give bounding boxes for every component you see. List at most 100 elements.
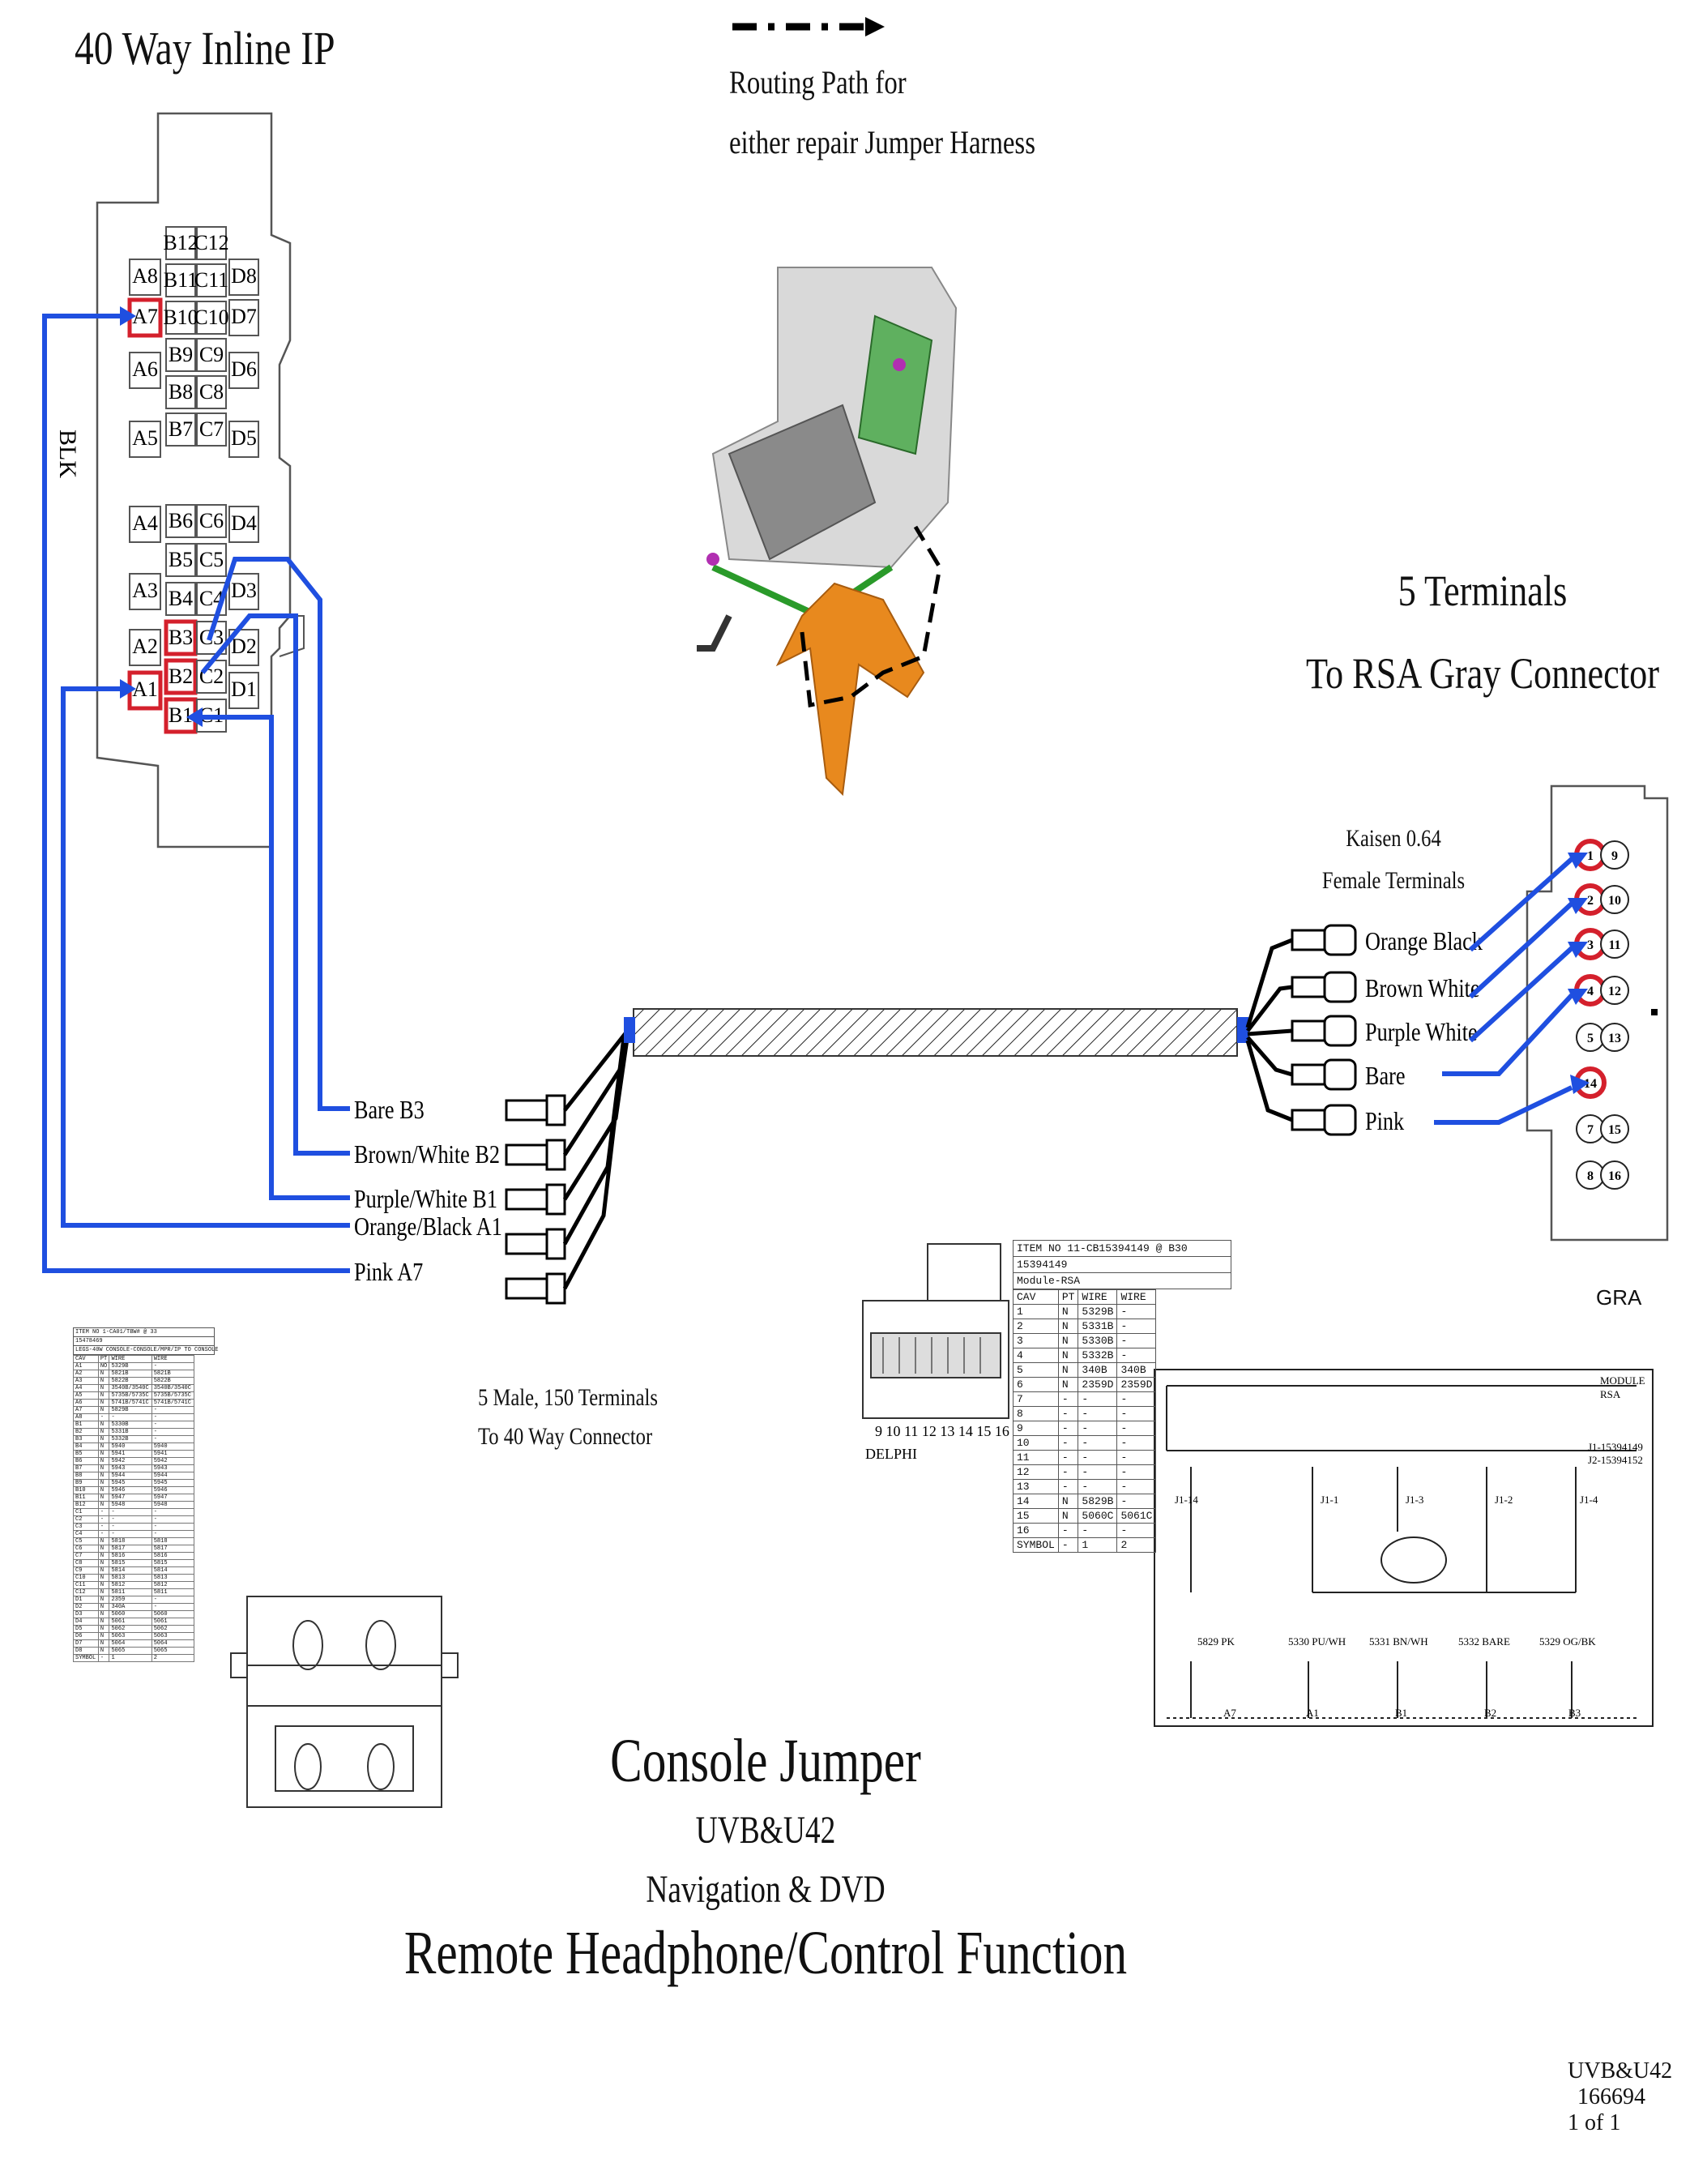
table-cell: NO (97, 1362, 110, 1370)
table-cell: 5814 (151, 1566, 195, 1575)
table-cell: 7 (1013, 1391, 1059, 1407)
cavity-label-b9: B9 (169, 343, 193, 366)
table-cell: 3540B/3540C (151, 1384, 195, 1392)
table-cell: 5332B (109, 1435, 152, 1443)
table-cell: 5821B (109, 1370, 152, 1378)
rsa-pin-label-12: 12 (1608, 985, 1621, 998)
table-cell: 5814 (109, 1566, 152, 1575)
wire-brown-white-b2 (200, 613, 350, 1156)
schematic-pin-4: J1-2 (1495, 1494, 1513, 1506)
table-row: A8--- (73, 1413, 195, 1421)
table-cell: 16 (1013, 1523, 1059, 1538)
table-cell: 5811 (151, 1588, 195, 1596)
ip-cavity-grid: A8A7A6A5A4A3A2A1B12B11B10B9B8B7B6B5B4B3B… (127, 226, 259, 734)
table-cell: - (151, 1413, 195, 1421)
blk-label: BLK (54, 430, 81, 478)
table-cell: 5332B (1078, 1348, 1118, 1363)
cavity-d1 (228, 672, 259, 709)
table-cell: - (1116, 1319, 1157, 1334)
table-cell: 5940 (109, 1442, 152, 1451)
table-cell: N (97, 1537, 110, 1545)
table-cell: C9 (73, 1566, 99, 1575)
male-note-2: To 40 Way Connector (478, 1423, 653, 1450)
rsa-title-2: To RSA Gray Connector (1306, 649, 1659, 698)
table-cell: 5821B (151, 1370, 195, 1378)
wire-rsa-bare (1442, 993, 1574, 1076)
table-cell: N (97, 1450, 110, 1458)
cavity-label-b1: B1 (169, 703, 193, 727)
table-cell: 5060C (1078, 1508, 1118, 1524)
table-cell: - (1116, 1406, 1157, 1421)
table-cell: 11 (1013, 1450, 1059, 1465)
table-cell: - (1078, 1479, 1118, 1494)
table-cell: A2 (73, 1370, 99, 1378)
table-cell: SYMBOL (73, 1654, 99, 1662)
table-row: 16--- (1013, 1523, 1157, 1538)
rsa-pin-label-16: 16 (1608, 1169, 1621, 1183)
table-cell: 5829B (1078, 1494, 1118, 1509)
footer-line-3: 1 of 1 (1568, 2110, 1621, 2135)
rsa-pin-label-10: 10 (1608, 894, 1621, 908)
table-cell: - (151, 1515, 195, 1524)
table-row: 13--- (1013, 1479, 1157, 1494)
table-cell: 2359D (1116, 1377, 1157, 1392)
table-cell: N (1057, 1508, 1079, 1524)
table-cell: 5815 (109, 1559, 152, 1567)
table-header-cell: CAV (73, 1355, 99, 1363)
table-cell: B9 (73, 1479, 99, 1487)
table-cell: 5946 (151, 1486, 195, 1494)
cavity-b10 (165, 301, 196, 335)
console-connector-drawing (230, 1596, 459, 1808)
rsa-title-1: 5 Terminals (1398, 566, 1568, 615)
table-cell: 5943 (109, 1464, 152, 1472)
table-cell: N (97, 1566, 110, 1575)
table-cell: N (97, 1574, 110, 1582)
rsa-pin-label-13: 13 (1608, 1032, 1621, 1045)
rsa-pin-label-4: 4 (1587, 985, 1594, 998)
table-header-cell: PT (97, 1355, 110, 1363)
cavity-b11 (165, 263, 196, 297)
table-cell: C6 (73, 1545, 99, 1553)
cavity-label-d1: D1 (231, 677, 257, 701)
table-cell: A7 (73, 1406, 99, 1414)
console-illustration (697, 267, 958, 797)
table-cell: N (1057, 1304, 1079, 1319)
cavity-label-a5: A5 (132, 426, 158, 450)
cavity-label-a2: A2 (132, 635, 158, 658)
table-cell: 5060 (109, 1610, 152, 1618)
table-cell: 5735B/5735C (151, 1391, 195, 1400)
female-terminal (1291, 1104, 1357, 1136)
table-cell: N (97, 1370, 110, 1378)
table-cell: N (97, 1494, 110, 1502)
schematic (1154, 1369, 1654, 1727)
table-cell: 340B (1078, 1362, 1118, 1378)
wire-pink-a7 (42, 314, 350, 1273)
rsa-pin-15 (1600, 1114, 1629, 1143)
wire-purple-white-b1 (201, 715, 350, 1200)
cavity-label-d5: D5 (231, 426, 257, 450)
table-cell: 5813 (151, 1574, 195, 1582)
table-cell: 5812 (151, 1581, 195, 1589)
table-cell: 5829B (109, 1406, 152, 1414)
table-cell: - (1078, 1450, 1118, 1465)
table-cell: B3 (73, 1435, 99, 1443)
table-cell: 5818 (109, 1537, 152, 1545)
table-cell: - (1116, 1479, 1157, 1494)
cavity-c12 (196, 226, 227, 260)
table-cell: N (97, 1559, 110, 1567)
table-cell: 5948 (151, 1501, 195, 1509)
